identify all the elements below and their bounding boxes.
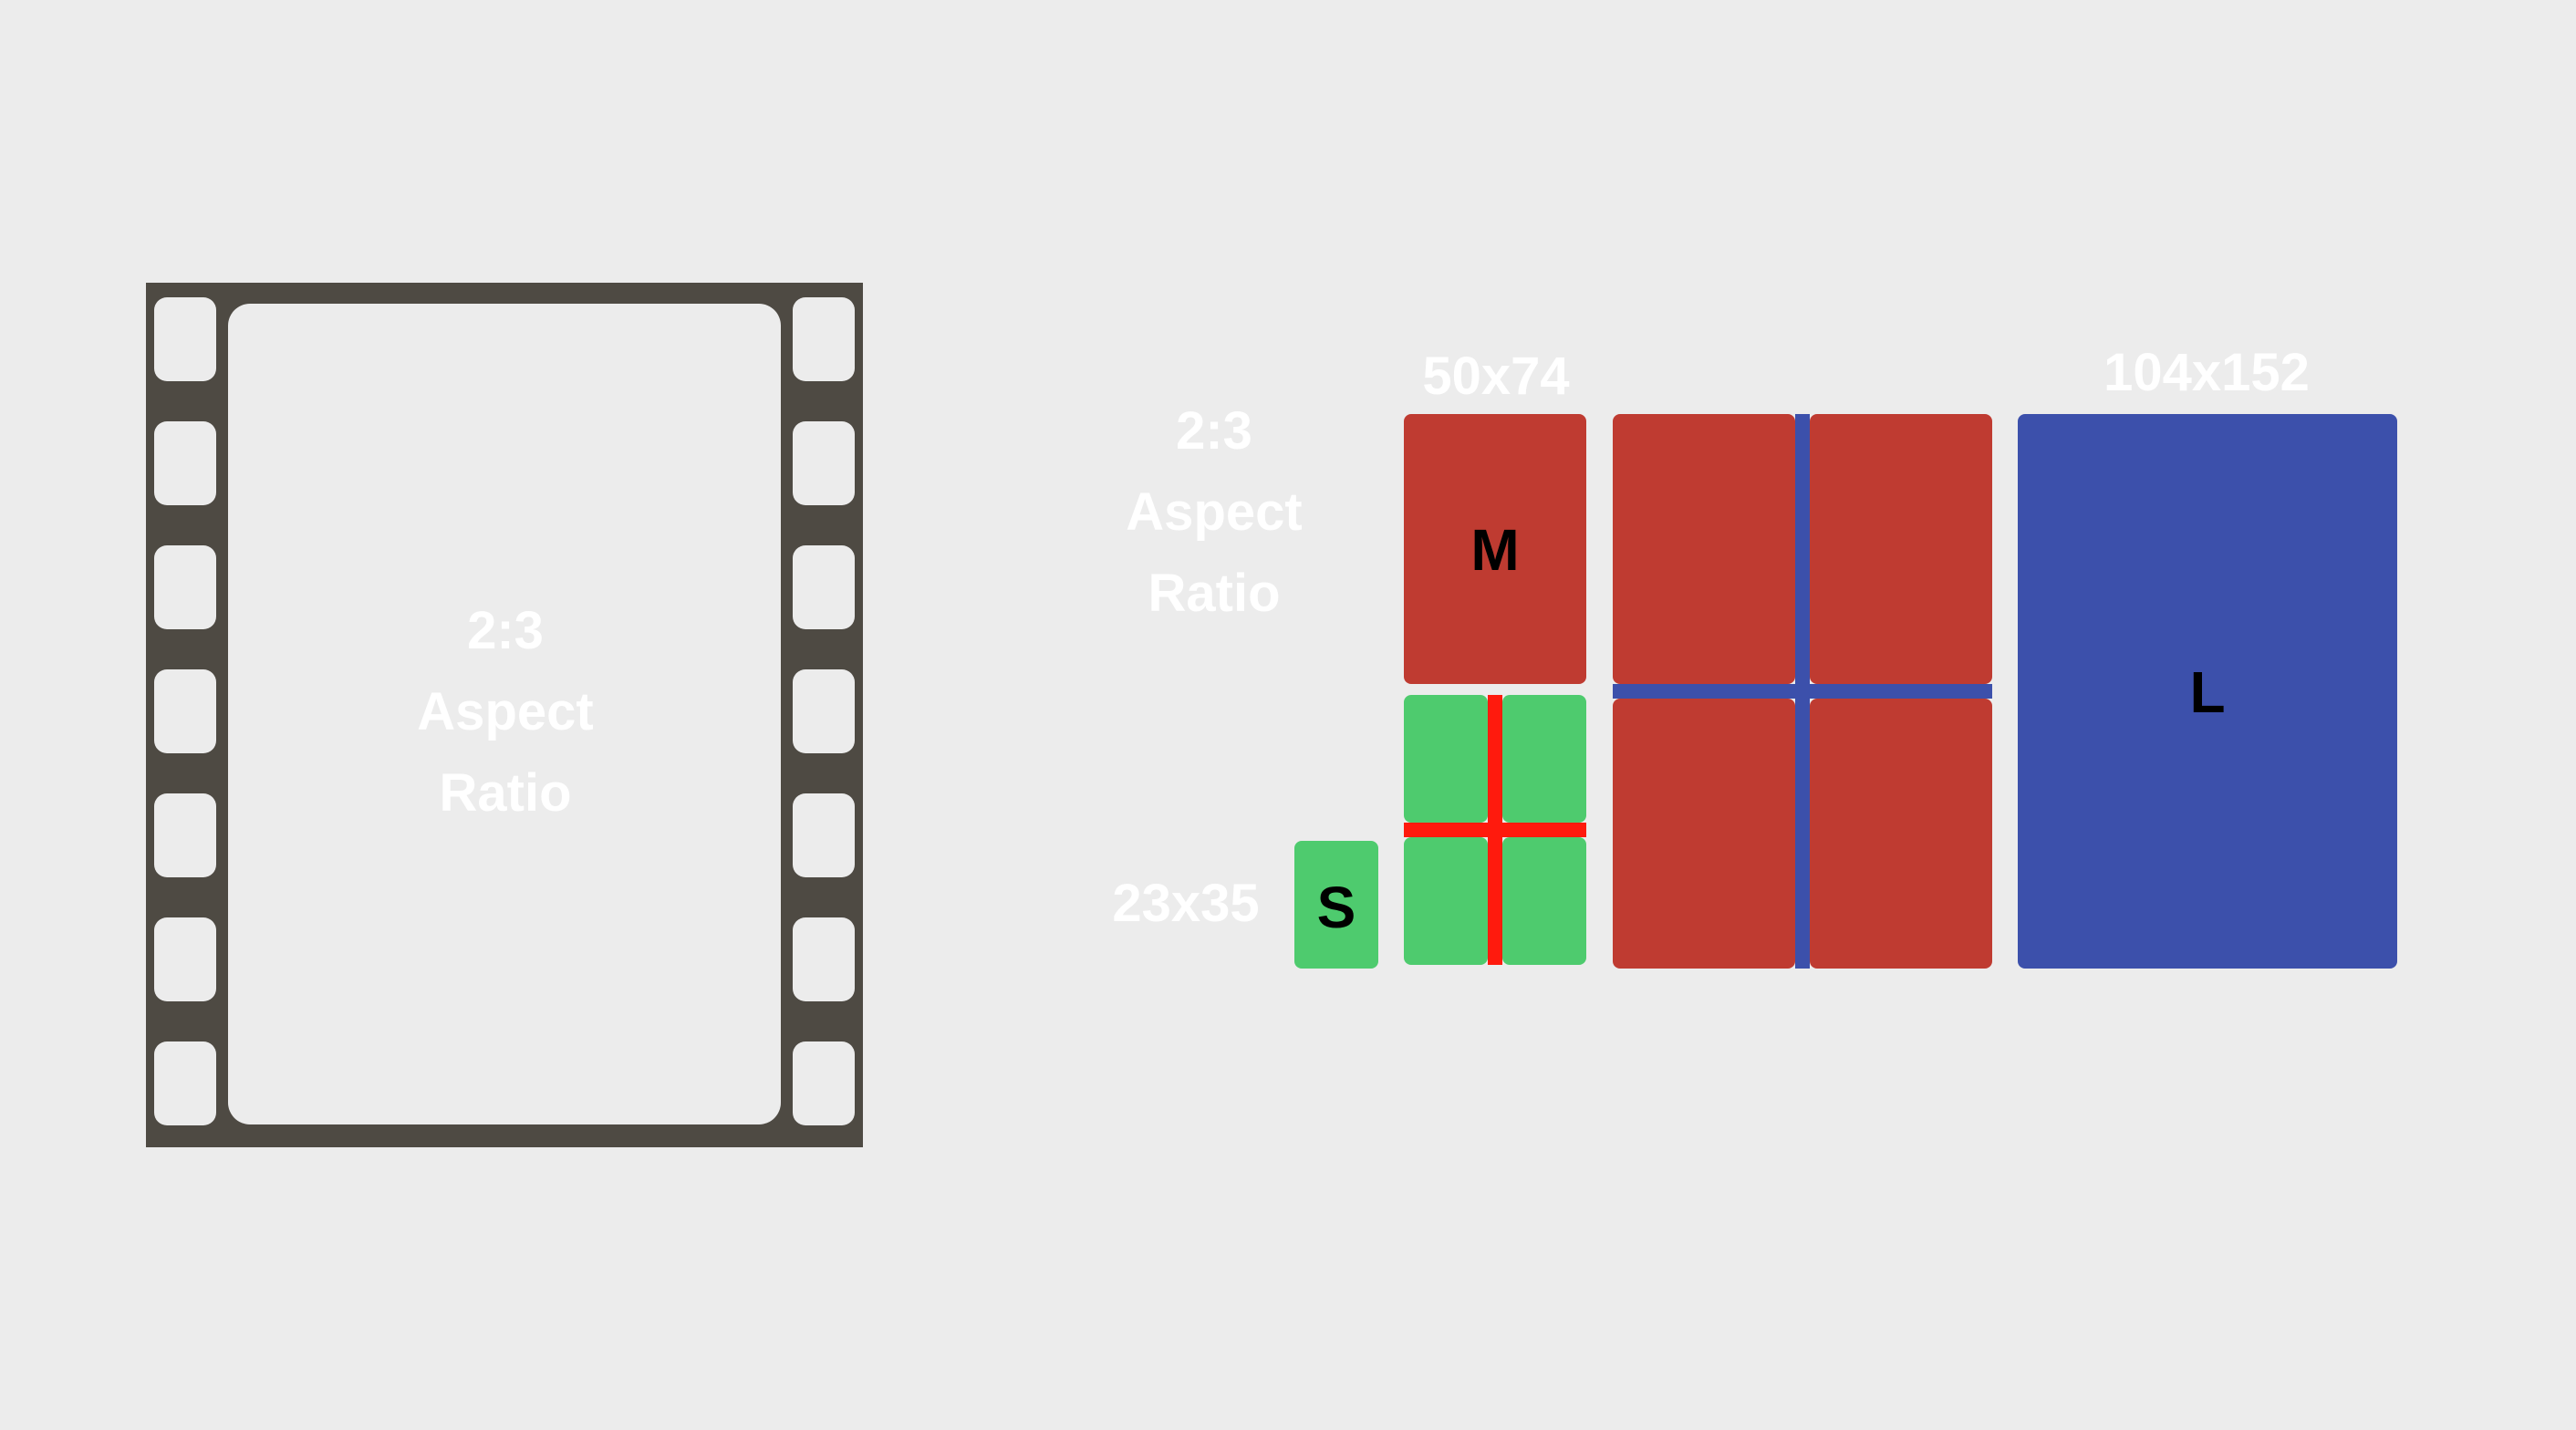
grid-medium-card-bottom-right — [1810, 699, 1992, 969]
large-size-card: L — [2018, 414, 2397, 969]
film-perforation-left-2 — [154, 421, 216, 505]
grid-medium-card-top-right — [1810, 414, 1992, 684]
grid-small-card-bottom-left — [1404, 837, 1488, 965]
small-size-card: S — [1294, 841, 1378, 969]
grid-small-card-bottom-right — [1502, 837, 1586, 965]
film-perforation-right-2 — [793, 421, 855, 505]
film-perforation-left-1 — [154, 297, 216, 381]
grid-medium-card-bottom-left — [1613, 699, 1795, 969]
grid-gap-horizontal — [1613, 684, 1992, 699]
side-label-ratio: 2:3 — [1176, 401, 1252, 461]
medium-size-dimensions: 50x74 — [1422, 347, 1570, 406]
grid-small-card-top-right — [1502, 695, 1586, 823]
side-label-ratio-word: Ratio — [1148, 564, 1281, 623]
medium-card-grid — [1613, 414, 1992, 969]
film-perforation-left-7 — [154, 1041, 216, 1125]
small-size-letter: S — [1316, 875, 1356, 940]
film-perforation-left-4 — [154, 669, 216, 753]
large-size-letter: L — [2189, 659, 2226, 725]
film-perforation-right-5 — [793, 793, 855, 877]
film-strip-icon — [146, 283, 863, 1147]
large-size-dimensions: 104x152 — [2103, 343, 2310, 402]
film-label-ratio: 2:3 — [467, 601, 544, 660]
film-perforation-left-3 — [154, 545, 216, 629]
grid-gap-horizontal — [1404, 823, 1586, 837]
film-perforation-left-6 — [154, 917, 216, 1001]
grid-small-card-top-left — [1404, 695, 1488, 823]
film-perforation-right-4 — [793, 669, 855, 753]
small-card-grid — [1404, 695, 1586, 965]
medium-size-letter: M — [1470, 517, 1520, 583]
small-size-dimensions: 23x35 — [1112, 874, 1260, 933]
film-window — [228, 304, 781, 1124]
film-label-ratio-word: Ratio — [439, 763, 572, 823]
medium-size-card: M — [1404, 414, 1586, 684]
film-perforation-right-3 — [793, 545, 855, 629]
film-perforation-left-5 — [154, 793, 216, 877]
film-perforation-right-7 — [793, 1041, 855, 1125]
film-label-aspect: Aspect — [417, 682, 594, 741]
film-perforation-right-6 — [793, 917, 855, 1001]
film-perforation-right-1 — [793, 297, 855, 381]
side-label-aspect: Aspect — [1126, 482, 1303, 542]
grid-medium-card-top-left — [1613, 414, 1795, 684]
